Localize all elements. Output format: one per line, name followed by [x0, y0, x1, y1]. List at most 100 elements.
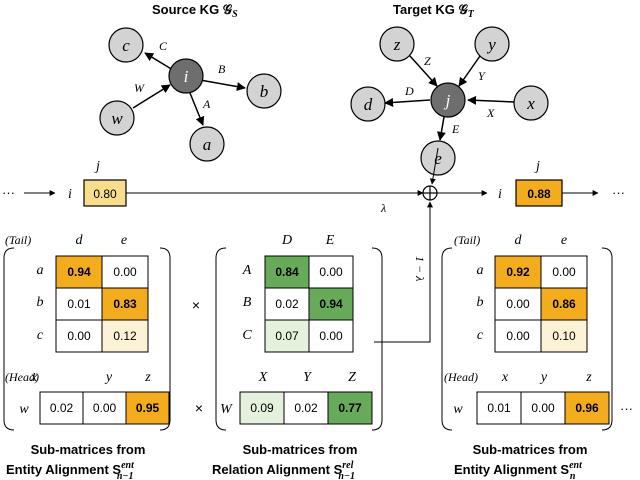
svg-text:w: w [111, 109, 123, 128]
entity-prev-row-a: a [37, 263, 44, 278]
svg-text:d: d [364, 95, 373, 114]
edge-label-C: C [159, 39, 168, 53]
relation-prev-row-B: B [243, 295, 252, 310]
entity-prev-right-bracket [159, 247, 171, 431]
arrow-kg-to-plus [429, 147, 439, 185]
relation-prev-tail-cell-value: 0.07 [275, 329, 299, 343]
edge-label-X: X [486, 106, 495, 120]
input-row-label: i [68, 187, 72, 202]
node-c [108, 27, 144, 63]
node-z [379, 26, 415, 62]
ellipsis-right: ··· [612, 185, 625, 200]
relation-prev-tail-cell [264, 287, 310, 321]
output-col-label: j [534, 159, 540, 174]
node-d [350, 86, 386, 122]
relation-prev-caption-line1: Sub-matrices from [243, 442, 358, 457]
entity-next-tail-cell-value: 0.86 [552, 297, 576, 311]
edge-w-i [132, 84, 171, 109]
entity-prev-tail-cell [101, 319, 149, 353]
relation-prev-head-cell-value: 0.09 [250, 401, 274, 415]
entity-prev-caption-line1: Sub-matrices from [31, 442, 146, 457]
entity-prev-tail-label: (Tail) [5, 233, 31, 247]
target-kg-title: Target KG 𝒢T [393, 2, 475, 20]
relation-prev-head-cell-value: 0.77 [338, 401, 362, 415]
edge-label-B: B [218, 62, 226, 76]
entity-next-left-bracket [441, 247, 453, 431]
entity-prev-tail-cell-value: 0.00 [67, 329, 91, 343]
entity-next-right-bracket [601, 247, 613, 431]
entity-next-tail-cell-value: 0.10 [552, 329, 576, 343]
entity-next-tail-cell-value: 0.00 [506, 297, 530, 311]
entity-prev-head-cell [125, 391, 170, 425]
entity-next-head-cell-value: 0.01 [487, 401, 511, 415]
one-minus-lambda-label: 1 − λ [413, 256, 427, 281]
entity-prev-row-c: c [37, 328, 44, 343]
relation-prev-right-bracket [371, 247, 383, 431]
relation-prev-row-W: W [220, 402, 233, 417]
edge-j-d [384, 97, 431, 107]
entity-next-tail-cell [540, 319, 588, 353]
entity-next-head-cell-value: 0.96 [575, 401, 599, 415]
entity-prev-tail-cell-value: 0.00 [113, 265, 137, 279]
edge-i-c [144, 52, 174, 71]
relation-prev-tail-cell [264, 319, 310, 353]
entity-prev-col-z: z [144, 370, 151, 385]
entity-next-tail-cell-value: 0.92 [506, 265, 530, 279]
relation-prev-col-D: D [281, 233, 292, 248]
svg-text:y: y [486, 35, 496, 54]
relation-prev-tail-cell [308, 287, 354, 321]
entity-next-tail-cell [494, 319, 542, 353]
entity-prev-tail-cell-value: 0.83 [113, 297, 137, 311]
entity-next-row-a: a [477, 263, 484, 278]
target-kg: Target KG 𝒢T Z Y D X E z y d x e j [350, 2, 549, 176]
entity-prev-head-label: (Head) [5, 370, 39, 384]
svg-text:b: b [260, 82, 269, 101]
edge-i-a [189, 92, 205, 126]
svg-text:c: c [122, 36, 130, 55]
entity-next-head-cell [520, 391, 566, 425]
node-b [246, 73, 282, 109]
edge-z-j [409, 55, 438, 87]
entity-prev-tail-cell [55, 319, 103, 353]
node-e [420, 140, 456, 176]
relation-prev-tail-cell-value: 0.02 [275, 297, 299, 311]
relation-prev-tail-cell-value: 0.94 [319, 297, 343, 311]
svg-text:x: x [526, 94, 535, 113]
node-w [99, 100, 135, 136]
output-cell [515, 179, 563, 207]
node-a [189, 126, 225, 162]
entity-next-tail-cell [540, 255, 588, 289]
edge-i-b [199, 79, 246, 92]
entity-next-ellipsis: ··· [620, 401, 633, 416]
edge-label-E: E [451, 122, 460, 136]
relation-prev-tail-cell-value: 0.00 [319, 329, 343, 343]
entity-prev-tail-cell-value: 0.12 [113, 329, 137, 343]
entity-next-caption-line1: Sub-matrices from [473, 442, 588, 457]
edge-label-W: W [134, 81, 145, 95]
entity-next-col-d: d [515, 233, 523, 248]
entity-prev-left-bracket [3, 247, 15, 431]
entity-prev-head-cell-value: 0.02 [50, 401, 74, 415]
node-x [513, 85, 549, 121]
entity-next-head-cell [564, 391, 610, 425]
relation-prev-head-cell-value: 0.02 [294, 401, 318, 415]
times-operator-head: × [195, 400, 203, 416]
entity-next-head-label: (Head) [444, 370, 478, 384]
relation-prev-col-X: X [258, 370, 268, 385]
output-cell-value: 0.88 [527, 187, 551, 201]
flow-row: ··· i j 0.80 λ i j 0.88 ··· 1 − λ [2, 147, 625, 343]
entity-next-head-cell [476, 391, 522, 425]
relation-prev-row-A: A [242, 263, 252, 278]
entity-prev-col-y: y [104, 370, 113, 385]
entity-next-tail-label: (Tail) [454, 233, 480, 247]
output-row-label: i [498, 187, 502, 202]
relation-prev-head-cell [239, 391, 285, 425]
svg-text:e: e [434, 149, 442, 168]
relation-prev-head-grid: 0.09 0.02 0.77 [239, 391, 373, 425]
svg-text:j: j [444, 91, 451, 110]
